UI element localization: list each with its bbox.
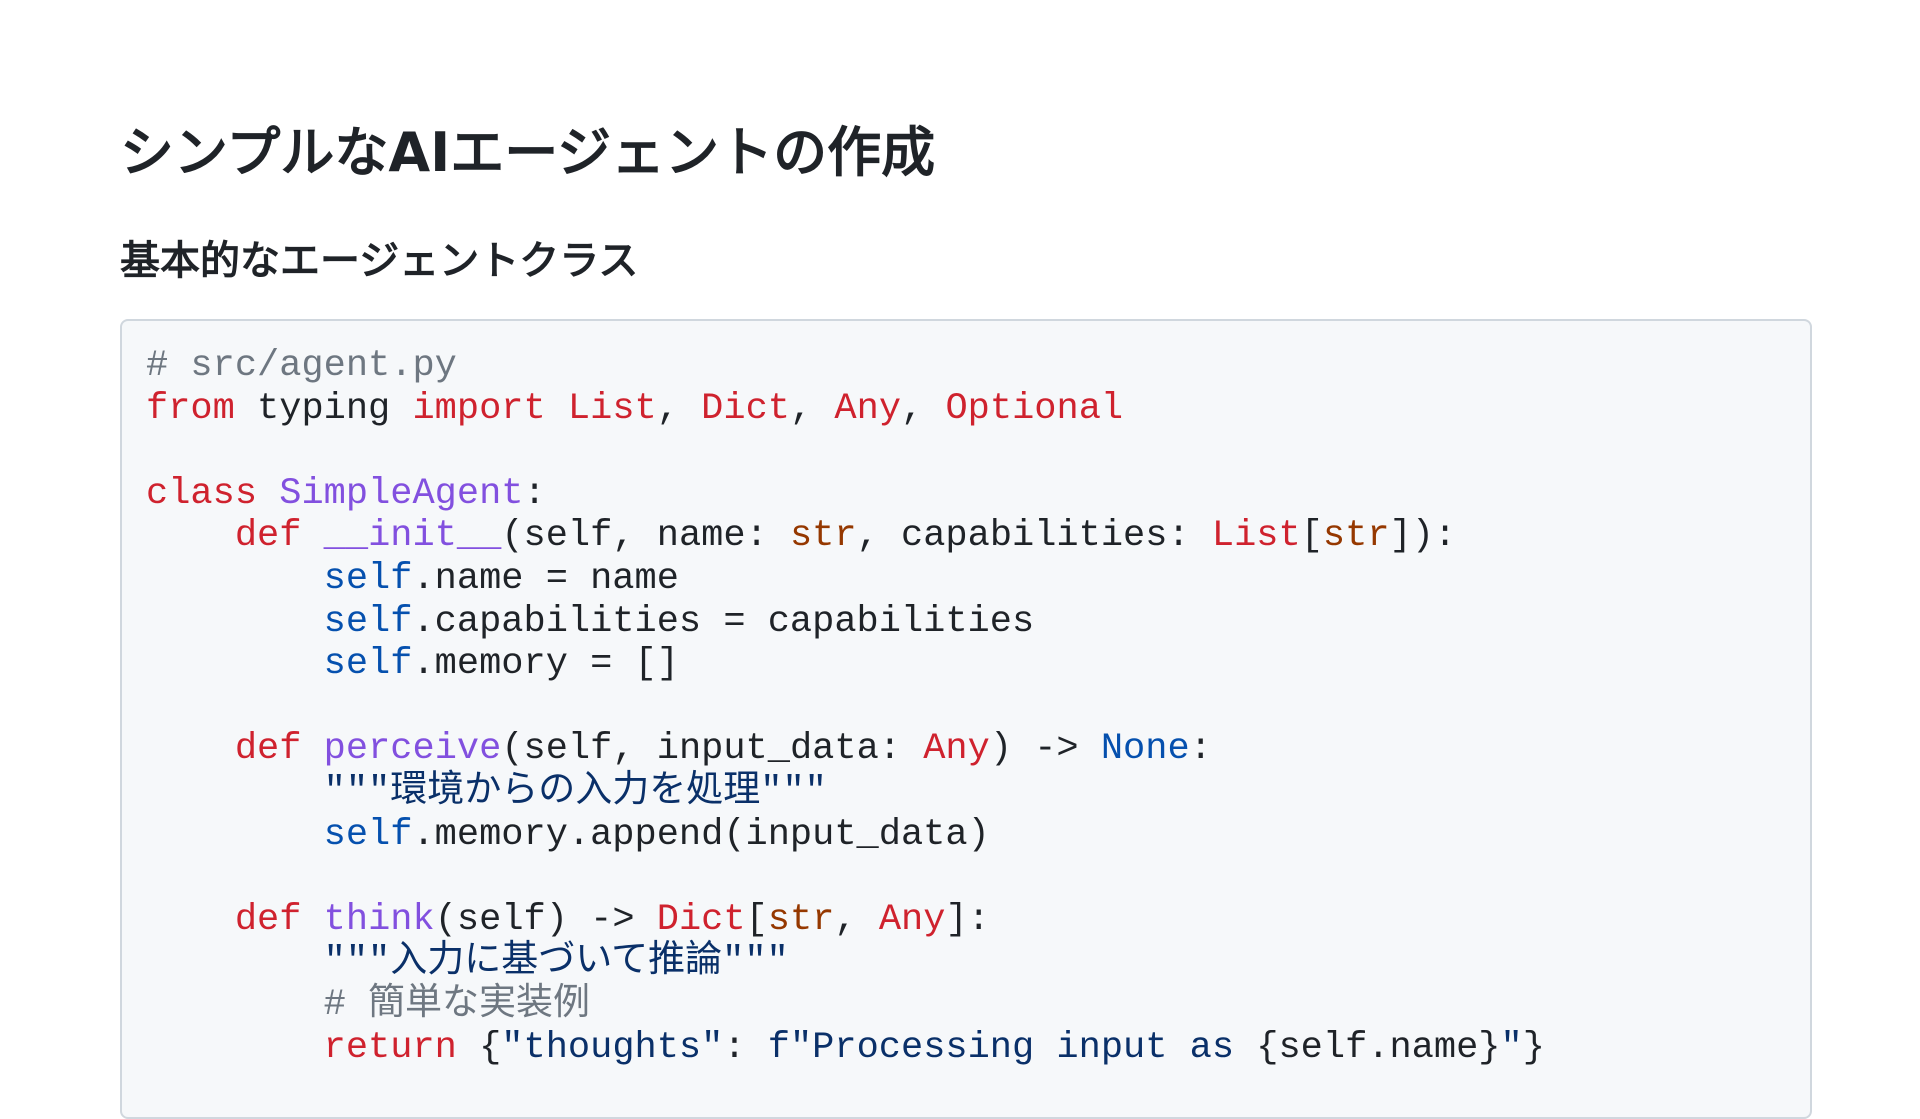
code-token-str: """環境からの入力を処理""" xyxy=(323,770,827,813)
code-token-const: None xyxy=(1100,728,1190,771)
code-line: def perceive(self, input_data: Any) -> N… xyxy=(146,728,1545,771)
code-token-type: Dict xyxy=(701,387,790,430)
code-token-cls: SimpleAgent xyxy=(279,472,524,515)
code-token-str: f"Processing input as xyxy=(767,1026,1257,1069)
code-line: self.memory = [] xyxy=(146,643,1545,686)
code-token-plain: (self, input_data: xyxy=(501,728,924,771)
code-line: # src/agent.py xyxy=(146,345,1545,388)
code-token-plain xyxy=(146,728,235,770)
code-line: from typing import List, Dict, Any, Opti… xyxy=(146,388,1545,431)
code-token-plain: .name = name xyxy=(412,557,679,600)
code-line: self.memory.append(input_data) xyxy=(146,814,1545,857)
code-token-kw: def xyxy=(234,728,302,771)
code-token-plain xyxy=(546,388,568,430)
page-title: シンプルなAIエージェントの作成 xyxy=(120,121,936,184)
code-token-fn: perceive xyxy=(323,728,502,771)
code-token-kw: from xyxy=(146,387,235,430)
code-token-plain: .memory.append(input_data) xyxy=(412,813,990,856)
code-token-plain xyxy=(257,473,279,515)
code-token-plain: ) -> xyxy=(989,728,1101,771)
code-token-plain: : xyxy=(523,472,546,515)
code-token-plain: : xyxy=(1189,728,1212,771)
code-token-builtin: str xyxy=(1322,515,1390,558)
code-token-plain: [ xyxy=(1300,515,1323,558)
code-line: self.name = name xyxy=(146,558,1545,601)
code-token-plain: [ xyxy=(745,898,768,941)
code-token-type: Any xyxy=(923,728,990,771)
code-token-plain: .capabilities = capabilities xyxy=(412,600,1035,643)
code-token-type: Any xyxy=(834,387,902,430)
document-page: シンプルなAIエージェントの作成 基本的なエージェントクラス # src/age… xyxy=(120,0,1812,1119)
code-token-plain xyxy=(146,558,324,600)
code-token-plain xyxy=(146,771,324,813)
code-token-plain xyxy=(301,899,323,941)
code-line: """環境からの入力を処理""" xyxy=(146,771,1545,814)
code-token-plain: typing xyxy=(234,387,413,430)
code-token-plain: , xyxy=(901,387,946,430)
code-token-builtin: str xyxy=(767,898,835,941)
code-token-kw: class xyxy=(146,472,258,515)
code-token-plain xyxy=(146,941,324,983)
code-token-plain: (self) -> xyxy=(434,898,657,941)
code-line: # 簡単な実装例 xyxy=(146,984,1545,1027)
code-line: def think(self) -> Dict[str, Any]: xyxy=(146,899,1545,942)
code-line xyxy=(146,430,1545,473)
code-token-comment: # src/agent.py xyxy=(146,345,457,387)
code-token-plain xyxy=(146,984,324,1026)
code-token-fn: think xyxy=(323,898,435,941)
code-token-plain xyxy=(146,515,235,557)
code-token-plain: , xyxy=(834,898,879,941)
code-line: return {"thoughts": f"Processing input a… xyxy=(146,1027,1545,1070)
code-token-type: Any xyxy=(878,898,946,941)
code-token-plain: (self, name: xyxy=(501,515,790,558)
code-token-plain: .memory = [] xyxy=(412,643,679,686)
code-token-str: " xyxy=(1500,1026,1523,1069)
code-token-str: """入力に基づいて推論""" xyxy=(323,941,789,984)
code-token-plain: : xyxy=(723,1026,768,1069)
code-token-type: List xyxy=(1211,515,1301,558)
code-line xyxy=(146,856,1545,899)
code-token-plain: , capabilities: xyxy=(856,515,1212,558)
code-token-self: self xyxy=(323,813,413,856)
code-token-comment: # 簡単な実装例 xyxy=(323,983,591,1026)
code-token-plain: ]): xyxy=(1389,515,1457,558)
code-token-plain xyxy=(301,515,323,557)
code-token-str: "thoughts" xyxy=(501,1026,724,1069)
code-token-plain xyxy=(301,728,323,770)
code-token-plain: , xyxy=(790,387,835,430)
code-token-plain: ]: xyxy=(945,898,990,941)
code-line xyxy=(146,686,1545,729)
code-line: """入力に基づいて推論""" xyxy=(146,941,1545,984)
code-line: def __init__(self, name: str, capabiliti… xyxy=(146,515,1545,558)
section-title: 基本的なエージェントクラス xyxy=(120,238,639,284)
code-token-self: self xyxy=(323,643,413,686)
code-token-type: List xyxy=(567,387,657,430)
code-token-plain xyxy=(146,814,324,856)
code-token-self: self xyxy=(323,557,413,600)
code-line: class SimpleAgent: xyxy=(146,473,1545,516)
code-token-plain: {self.name} xyxy=(1256,1026,1501,1069)
code-token-plain: { xyxy=(456,1026,502,1069)
code-token-type: Dict xyxy=(656,898,746,941)
code-token-plain xyxy=(146,601,324,643)
code-token-plain xyxy=(146,899,235,941)
code-token-plain xyxy=(146,1027,324,1069)
code-token-type: Optional xyxy=(945,387,1124,430)
code-token-plain: } xyxy=(1522,1026,1545,1069)
code-token-kw: import xyxy=(412,387,546,430)
code-token-kw: def xyxy=(234,898,302,941)
code-token-builtin: str xyxy=(789,515,857,558)
code-token-kw: return xyxy=(323,1026,457,1069)
code-token-kw: def xyxy=(234,515,302,558)
code-line: self.capabilities = capabilities xyxy=(146,601,1545,644)
code-token-fn: __init__ xyxy=(323,515,502,558)
code-token-self: self xyxy=(323,600,413,643)
code-token-plain xyxy=(146,643,324,685)
code-token-plain: , xyxy=(656,387,702,430)
